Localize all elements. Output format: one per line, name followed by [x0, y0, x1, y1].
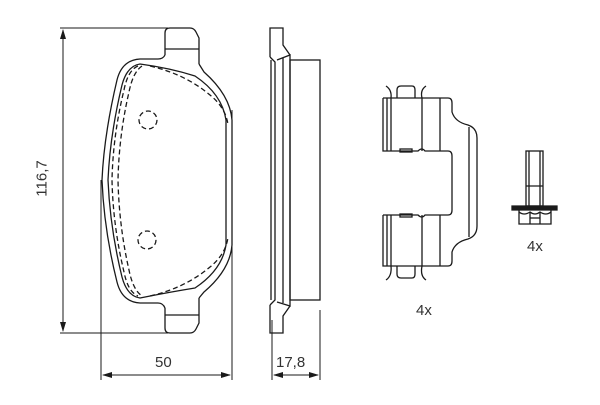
width-dimension	[100, 110, 233, 380]
thickness-dimension	[271, 310, 321, 380]
flange-bolt	[511, 150, 558, 225]
brake-pad-side-view	[269, 27, 321, 334]
anti-rattle-spring-clip	[382, 85, 478, 281]
height-dimension-label: 116,7	[33, 160, 51, 197]
bolt-quantity-label: 4x	[527, 238, 543, 255]
brake-pad-front-view	[101, 27, 233, 334]
thickness-dimension-label: 17,8	[276, 354, 306, 371]
clip-quantity-label: 4x	[416, 302, 432, 319]
height-dimension	[60, 27, 168, 334]
width-dimension-label: 50	[155, 354, 172, 371]
